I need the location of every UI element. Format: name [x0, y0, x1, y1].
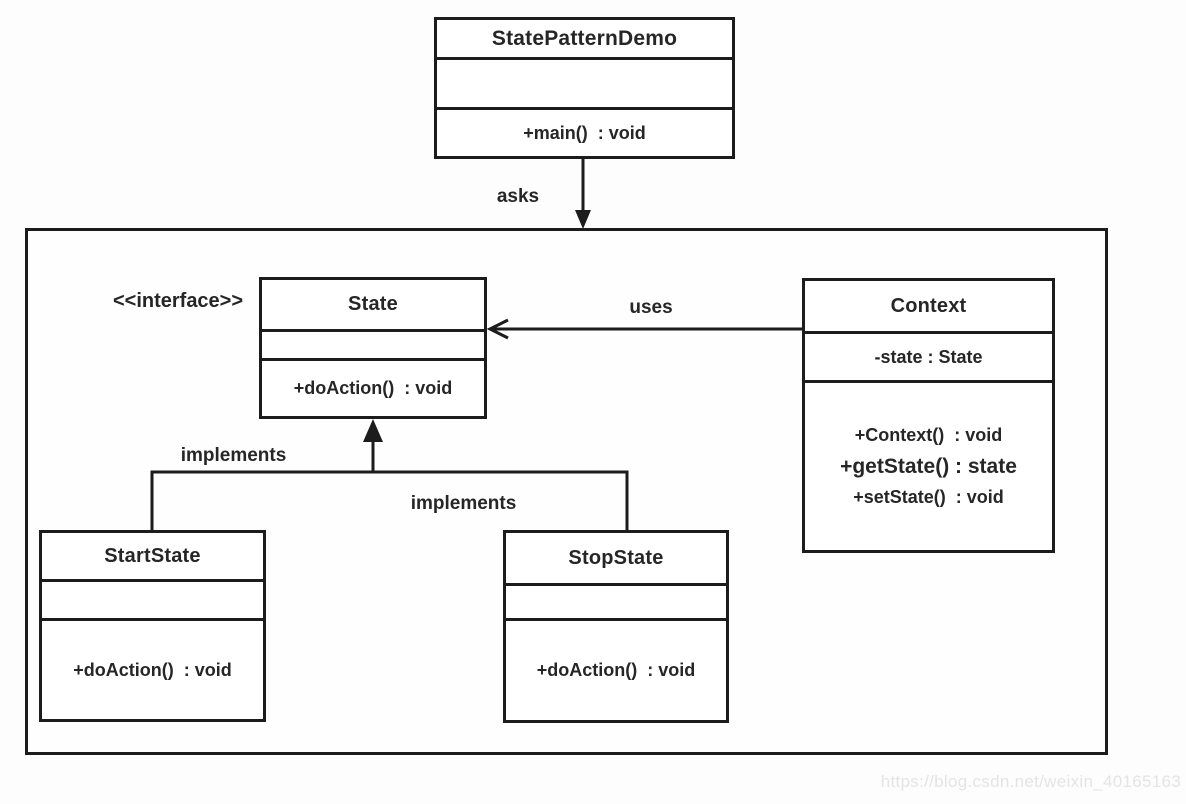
method-setstate: +setState() : void: [853, 487, 1004, 507]
attributes-compartment-empty: [437, 57, 732, 107]
method-main: +main() : void: [523, 122, 646, 143]
class-name-state: State: [348, 293, 398, 315]
methods-compartment: +doAction() : void: [506, 618, 726, 720]
class-name-context: Context: [890, 294, 967, 317]
uses-arrow: [486, 318, 803, 340]
class-box-startstate: StartState +doAction() : void: [39, 530, 266, 722]
implements-label-right: implements: [410, 493, 517, 514]
method-doaction: +doAction() : void: [536, 660, 696, 680]
class-box-context: Context -state : State +Context() : void…: [802, 278, 1055, 553]
uses-label: uses: [629, 297, 673, 318]
asks-arrow: [575, 159, 591, 229]
class-box-state: State +doAction() : void: [259, 277, 487, 419]
method-doaction: +doAction() : void: [73, 659, 232, 680]
attributes-compartment-empty: [42, 579, 263, 618]
attributes-compartment-empty: [262, 329, 484, 358]
class-name-startstate: StartState: [104, 544, 201, 567]
implements-label-left: implements: [180, 445, 287, 466]
class-box-stopstate: StopState +doAction() : void: [503, 530, 729, 723]
methods-compartment: +main() : void: [437, 107, 732, 156]
class-box-statepatterndemo: StatePatternDemo +main() : void: [434, 17, 735, 159]
csdn-watermark: https://blog.csdn.net/weixin_40165163: [880, 772, 1181, 791]
attributes-compartment-empty: [506, 583, 726, 618]
method-doaction: +doAction() : void: [293, 378, 453, 398]
method-context-constructor: +Context() : void: [854, 425, 1003, 445]
interface-stereotype-label: <<interface>>: [112, 290, 244, 312]
implements-connector: [150, 419, 629, 531]
attribute-state: -state : State: [874, 346, 983, 367]
asks-label: asks: [496, 186, 540, 207]
class-name-stopstate: StopState: [568, 546, 664, 569]
methods-compartment: +doAction() : void: [262, 358, 484, 416]
class-name-statepatterndemo: StatePatternDemo: [491, 26, 678, 50]
methods-compartment: +Context() : void +getState() : state +s…: [805, 380, 1052, 550]
method-getstate: +getState() : state: [840, 455, 1017, 478]
methods-compartment: +doAction() : void: [42, 618, 263, 719]
